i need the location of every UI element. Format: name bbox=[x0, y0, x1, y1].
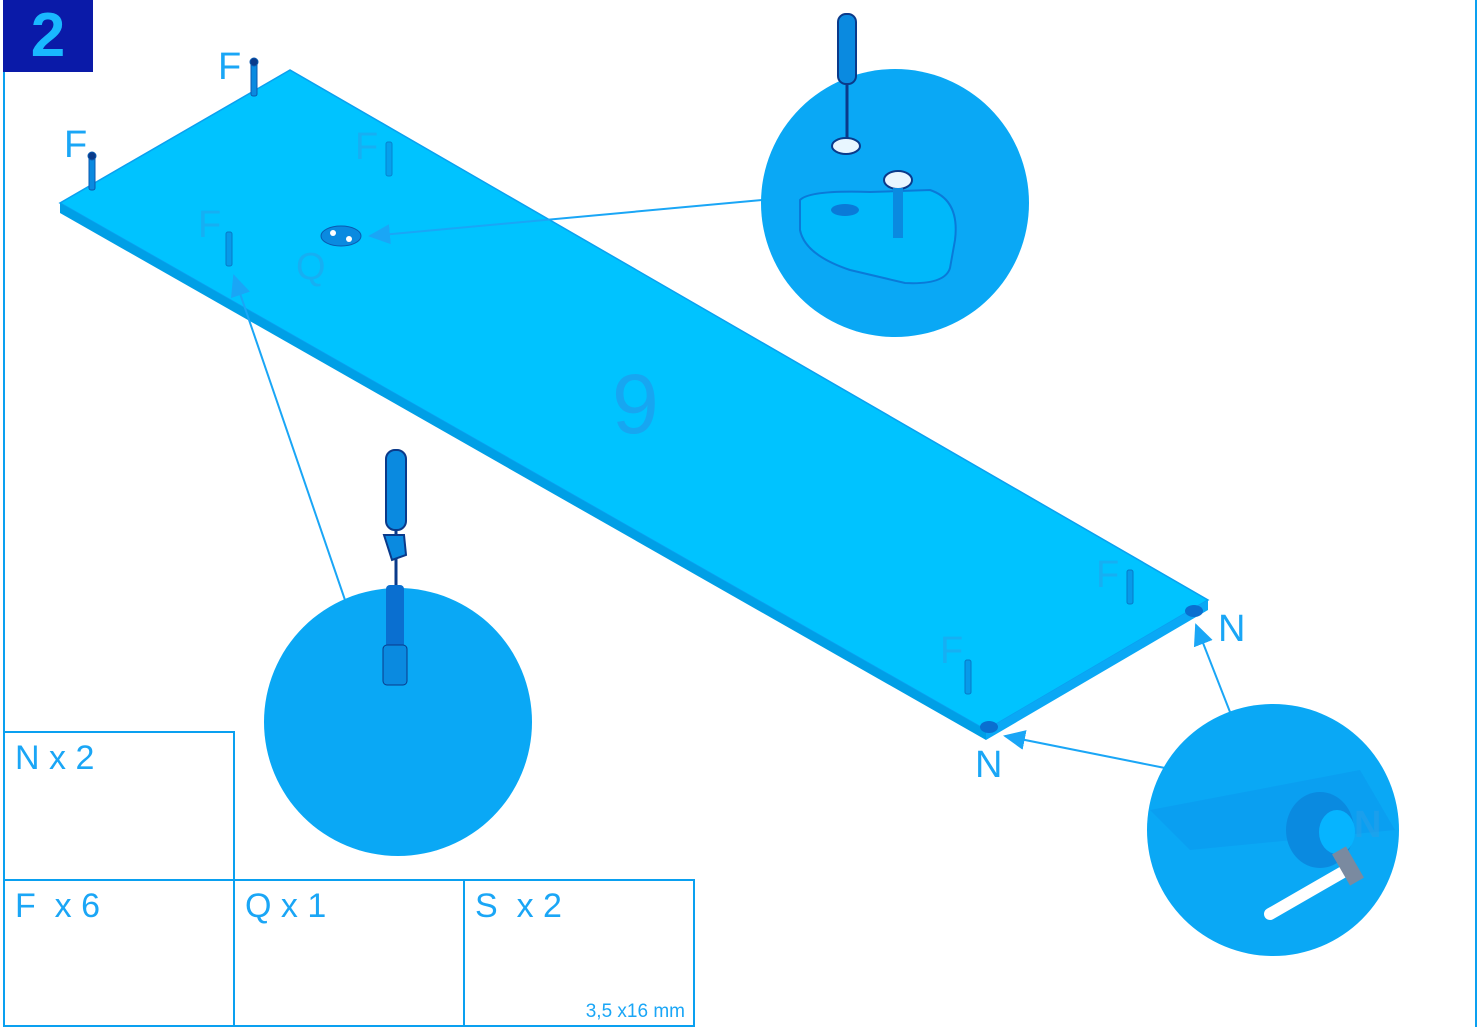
marker-f-6: F bbox=[940, 630, 964, 672]
detail-foot-hammer bbox=[1147, 704, 1399, 956]
marker-f-5: F bbox=[1096, 554, 1120, 596]
marker-f-2: F bbox=[64, 124, 88, 166]
part-box-n: N x 2 bbox=[3, 731, 235, 881]
part-label-f: F x 6 bbox=[15, 887, 101, 925]
marker-n-2: N bbox=[975, 744, 1003, 786]
marker-n-detail: N bbox=[1354, 804, 1382, 846]
marker-f-1: F bbox=[218, 46, 242, 88]
part-label-q: Q x 1 bbox=[245, 887, 327, 925]
leader-lines bbox=[231, 199, 1231, 769]
part-box-s: S x 2 3,5 x16 mm bbox=[463, 879, 695, 1027]
panel-number: 9 bbox=[612, 357, 659, 451]
part-label-s: S x 2 bbox=[475, 887, 562, 925]
detail-cam-dowel bbox=[264, 449, 532, 856]
part-label-n: N x 2 bbox=[15, 739, 95, 777]
part-box-q: Q x 1 bbox=[233, 879, 465, 1027]
marker-f-3: F bbox=[355, 126, 379, 168]
marker-f-4: F bbox=[198, 204, 222, 246]
bracket-on-panel bbox=[320, 225, 362, 247]
detail-bracket-screw bbox=[761, 13, 1029, 337]
marker-n-1: N bbox=[1218, 608, 1246, 650]
marker-q: Q bbox=[296, 246, 326, 288]
part-box-f: F x 6 bbox=[3, 879, 235, 1027]
step-number-badge: 2 bbox=[3, 0, 93, 72]
dowel-pins bbox=[87, 57, 1134, 695]
screw-dimensions: 3,5 x16 mm bbox=[585, 1001, 685, 1022]
feet-on-panel bbox=[980, 605, 1203, 733]
